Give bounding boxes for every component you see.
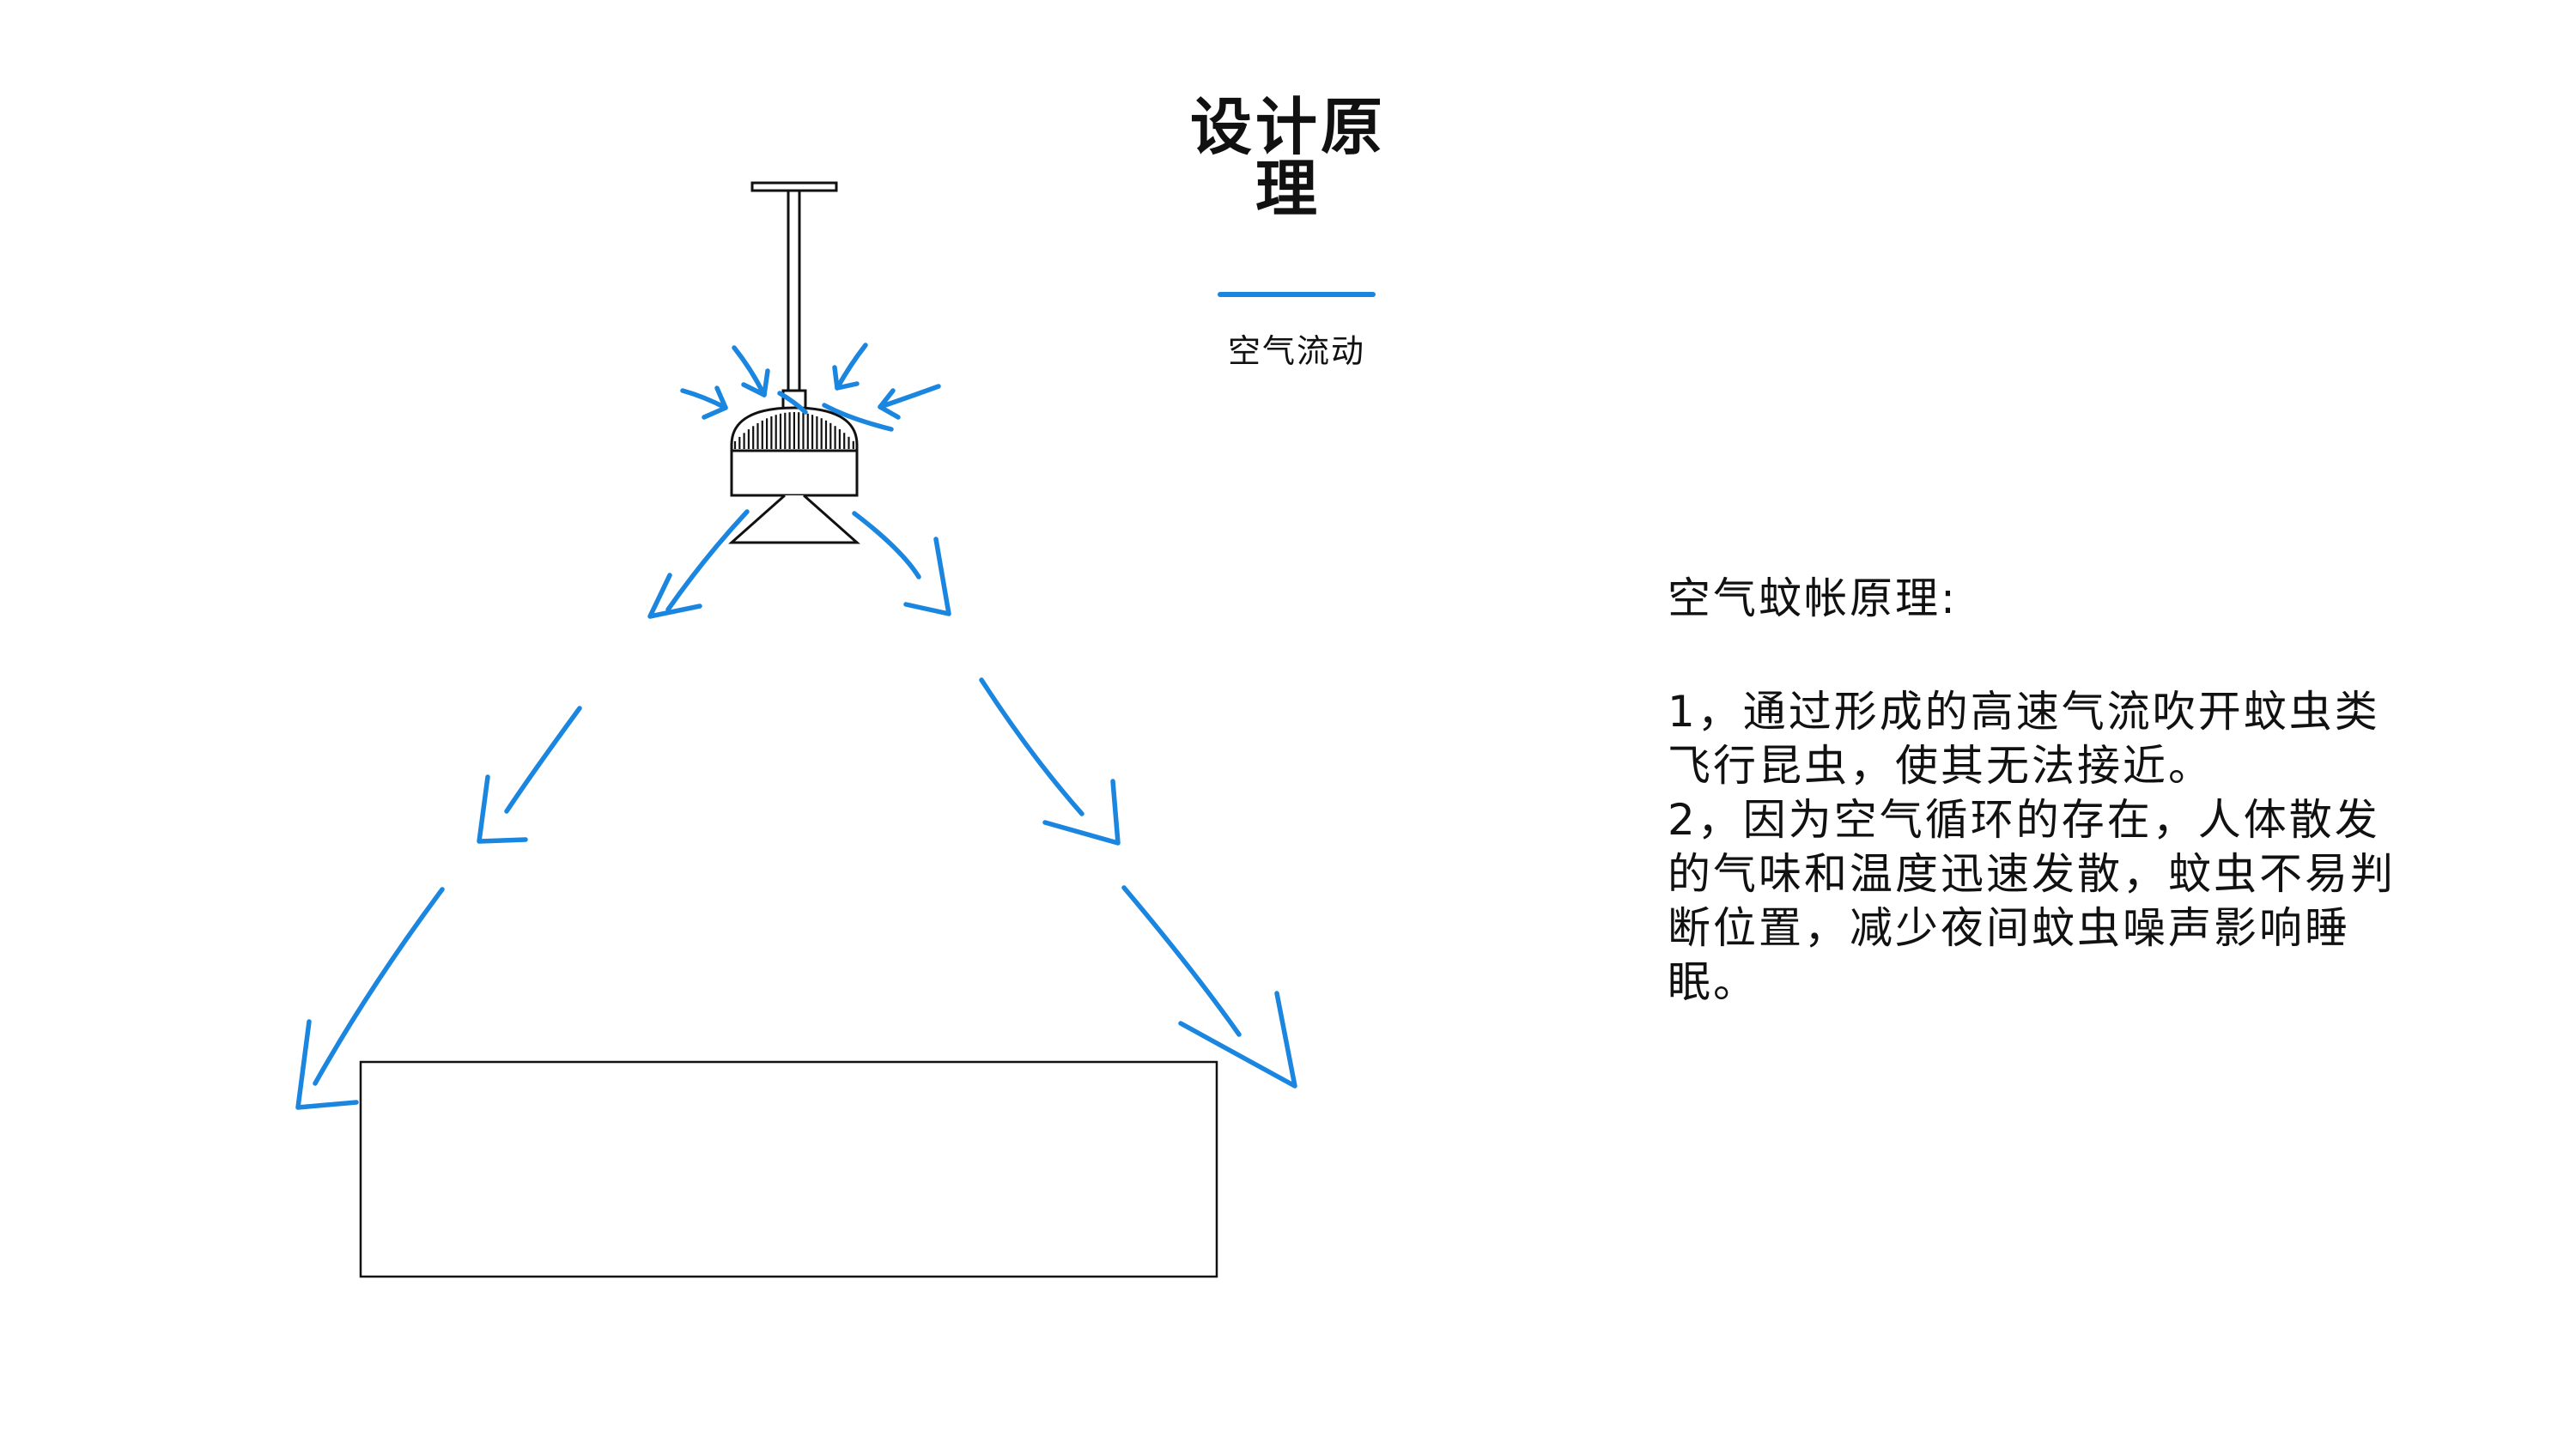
airflow-arrows [295,343,1297,1110]
legend-airflow-label: 空气流动 [1227,332,1365,370]
airflow-arrow-shaft [822,403,894,432]
airflow-arrow-head [477,774,528,844]
airflow-arrow-shaft [1121,885,1242,1037]
airflow-arrow-shaft [665,509,750,612]
airflow-arrow-shaft [504,706,582,814]
bed-outline [359,1060,1218,1278]
principle-text-panel: 空气蚊帐原理: 1，通过形成的高速气流吹开蚊虫类飞行昆虫，使其无法接近。 2，因… [1668,577,2423,1010]
airflow-arrow-head [878,388,901,420]
airflow-arrow-shaft [777,391,808,415]
airflow-arrow-shaft [313,887,445,1086]
fan-body [730,449,859,497]
airflow-arrow-head [702,385,728,420]
panel-paragraph-2: 2，因为空气循环的存在，人体散发的气味和温度迅速发散，蚊虫不易判断位置，减少夜间… [1668,795,2396,1007]
fan-cone [728,494,860,544]
legend-airflow-swatch [1218,292,1376,297]
airflow-arrow-shaft [852,511,921,579]
panel-paragraph-1: 1，通过形成的高速气流吹开蚊虫类飞行昆虫，使其无法接近。 [1668,687,2380,791]
airflow-arrow-head [647,573,702,619]
airflow-arrow-head [832,365,860,391]
airflow-arrow-head [741,368,770,397]
legend: 空气流动 [1218,292,1381,367]
page-title: 设计原理 [1189,91,1386,225]
ceiling-mount [750,181,838,192]
airflow-arrow-head [1178,991,1297,1089]
airflow-arrow-head [295,1019,359,1110]
panel-heading: 空气蚊帐原理: [1668,573,1958,623]
ceiling-fan-device [728,181,860,544]
airflow-arrow-shaft [680,388,728,410]
airflow-arrow-shaft [878,384,941,410]
airflow-arrow-shaft [835,343,868,391]
airflow-arrow-head [903,537,951,616]
fan-grille-slats [733,412,854,449]
airflow-arrow-shaft [732,345,767,397]
airflow-arrow-shaft [979,677,1084,816]
airflow-arrow-head [1042,779,1121,846]
